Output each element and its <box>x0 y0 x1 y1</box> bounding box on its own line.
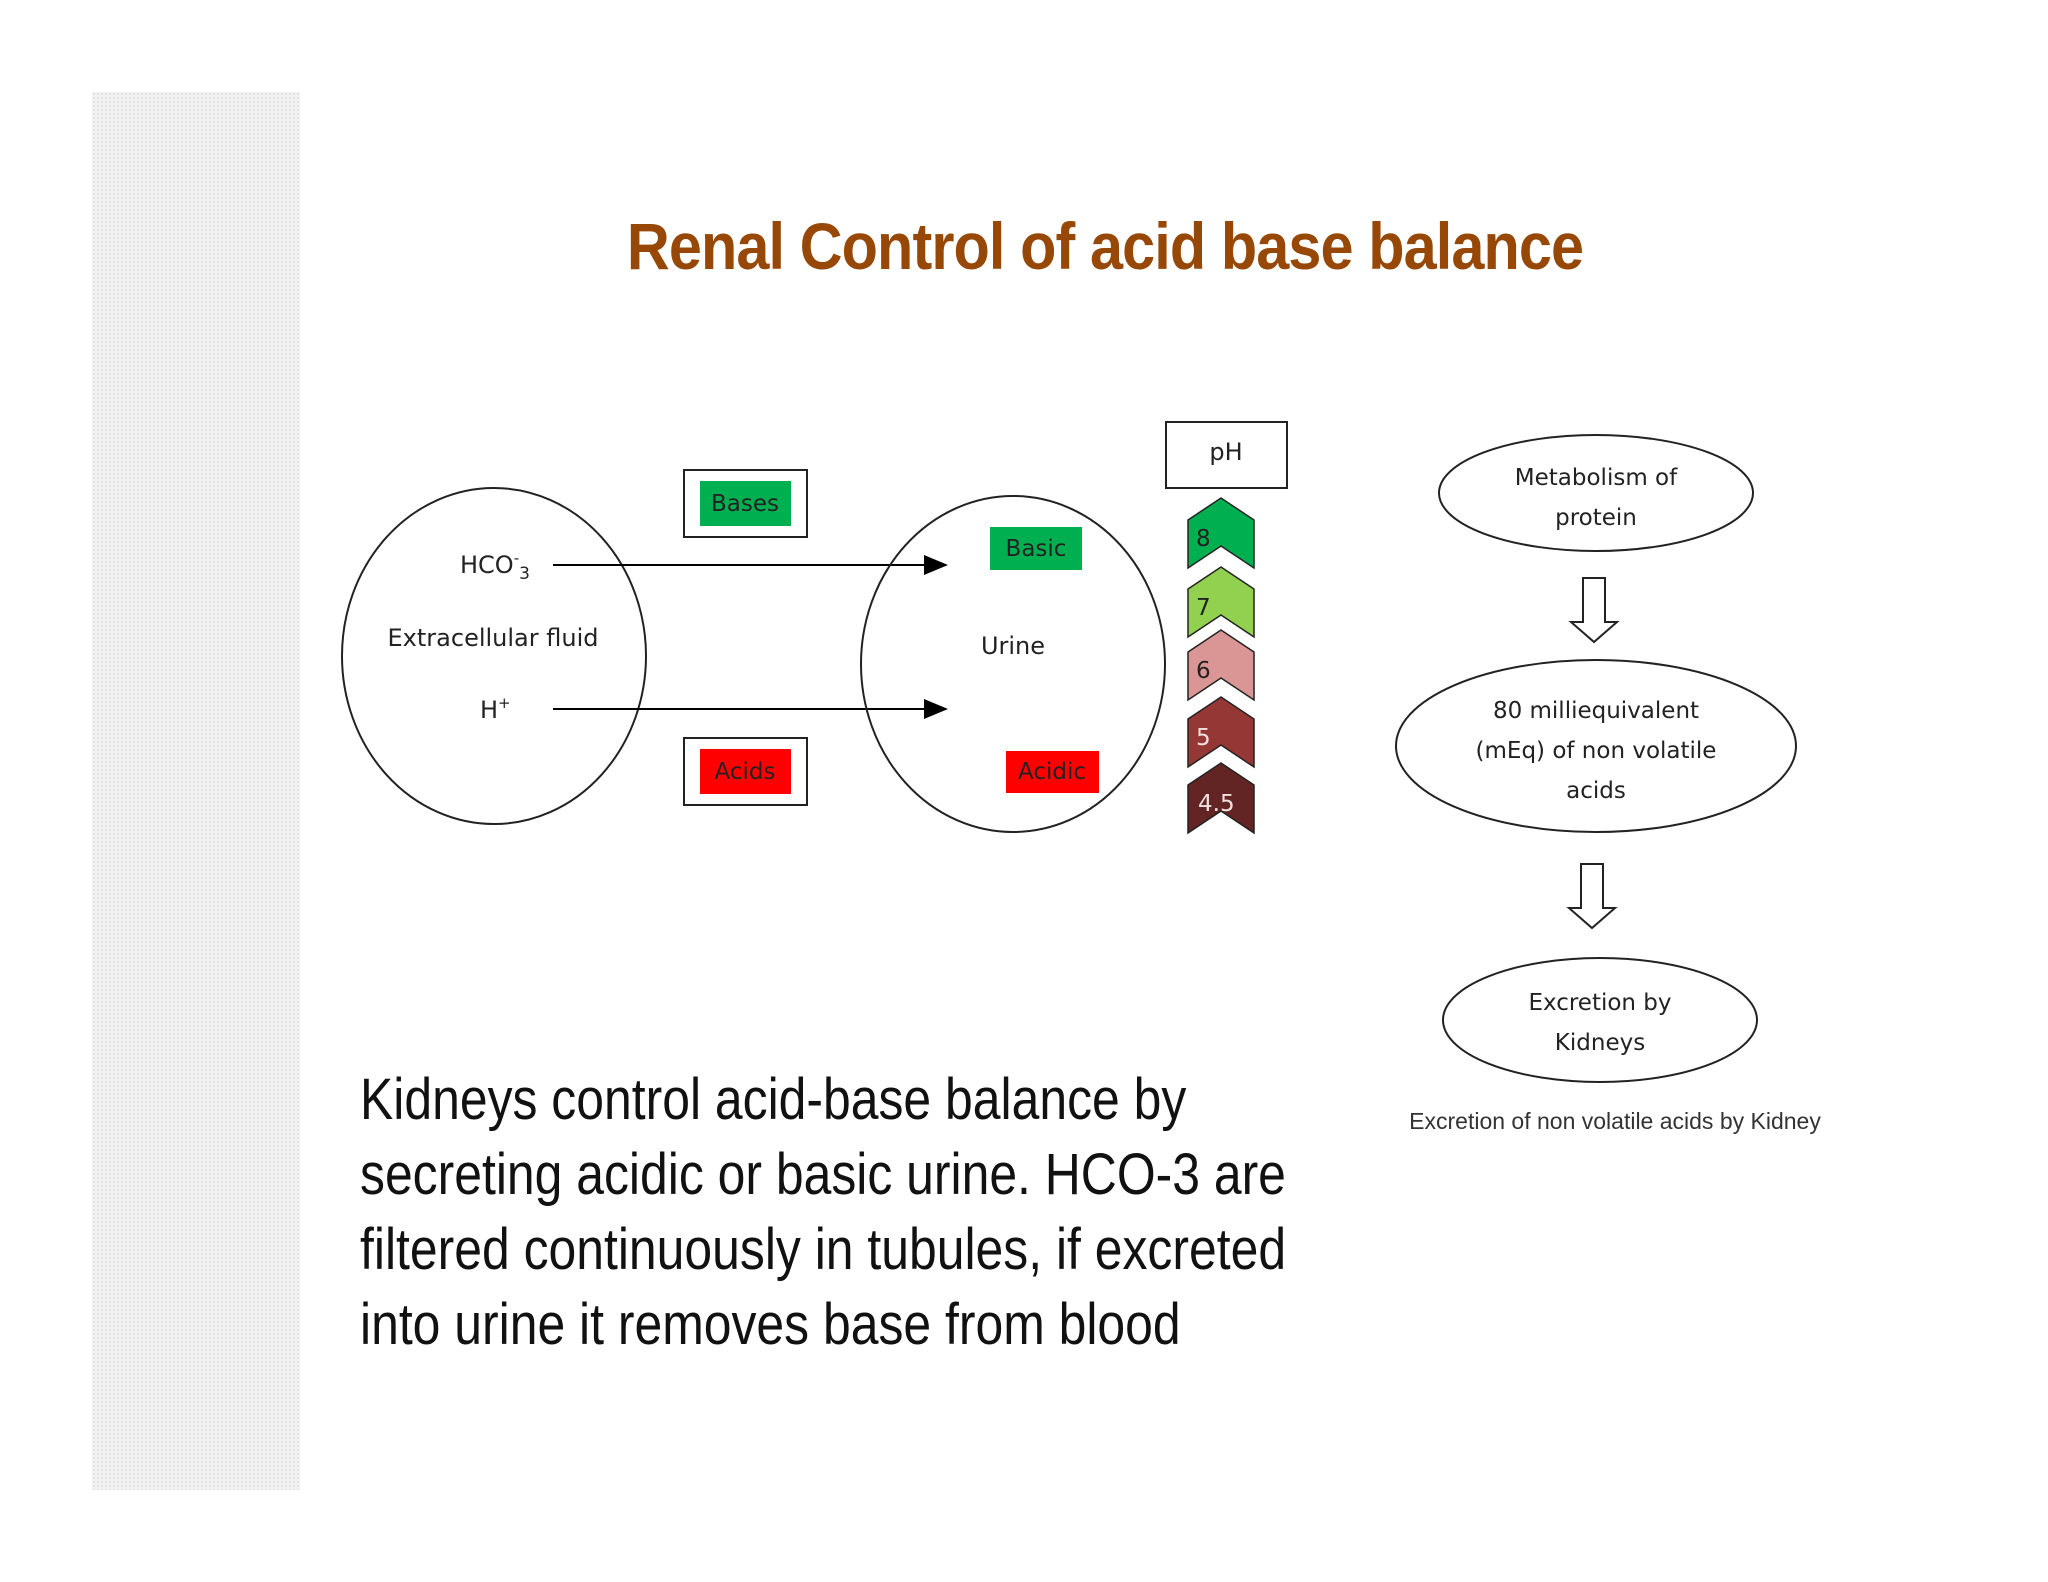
flow-step-excretion-line1: Excretion by <box>1528 990 1671 1016</box>
ph-level-label: 8 <box>1196 526 1211 552</box>
body-line: secreting acidic or basic urine. HCO-3 a… <box>360 1142 1286 1207</box>
body-line: filtered continuously in tubules, if exc… <box>360 1217 1287 1282</box>
ph-level-chevron <box>1187 497 1255 570</box>
ph-level-chevron <box>1187 629 1255 702</box>
decorative-side-strip <box>92 92 300 1490</box>
flowchart-caption: Excretion of non volatile acids by Kidne… <box>1409 1108 1821 1134</box>
h-ion-label: H+ <box>480 694 511 724</box>
down-arrow-icon <box>1568 577 1620 644</box>
ph-level-chevron <box>1187 762 1255 835</box>
ph-level-label: 7 <box>1196 595 1211 621</box>
acidic-box <box>1006 751 1099 793</box>
slide-title: Renal Control of acid base balance <box>626 209 1584 283</box>
acids-box <box>700 749 791 794</box>
bases-label: Bases <box>711 491 779 517</box>
ph-level-label: 4.5 <box>1198 791 1235 817</box>
flow-step-excretion <box>1442 957 1758 1083</box>
bases-box <box>700 481 791 526</box>
flow-step-metabolism-line1: Metabolism of <box>1515 465 1678 491</box>
body-line: into urine it removes base from blood <box>360 1292 1181 1357</box>
ph-header-box <box>1165 421 1288 489</box>
ph-level-label: 6 <box>1196 658 1211 684</box>
flow-step-metabolism <box>1438 434 1754 552</box>
urine-circle <box>860 495 1166 833</box>
ph-header: pH <box>1209 438 1242 466</box>
extracellular-fluid-circle <box>341 487 647 825</box>
flow-step-acids <box>1395 659 1797 833</box>
ecf-label: Extracellular fluid <box>388 624 599 652</box>
flow-step-acids-line2: (mEq) of non volatile <box>1476 738 1717 764</box>
acids-label: Acids <box>715 759 776 785</box>
ph-level-label: 5 <box>1196 725 1211 751</box>
flow-step-acids-line1: 80 milliequivalent <box>1493 698 1699 724</box>
basic-box <box>990 527 1082 570</box>
ph-level-chevron <box>1187 566 1255 639</box>
hco3-label: HCO-3 <box>460 549 530 584</box>
body-line: Kidneys control acid-base balance by <box>360 1067 1187 1132</box>
ph-level-chevron <box>1187 696 1255 769</box>
down-arrow-icon <box>1566 863 1618 930</box>
ph-scale: 8 7 6 5 4.5 <box>1187 497 1255 835</box>
flow-step-excretion-line2: Kidneys <box>1555 1030 1645 1056</box>
flow-step-acids-line3: acids <box>1566 778 1626 804</box>
slide-body-text: Kidneys control acid-base balance by sec… <box>360 1062 1306 1362</box>
urine-label: Urine <box>981 632 1045 660</box>
acidic-label: Acidic <box>1018 759 1086 785</box>
flow-step-metabolism-line2: protein <box>1555 505 1637 531</box>
basic-label: Basic <box>1006 536 1067 562</box>
